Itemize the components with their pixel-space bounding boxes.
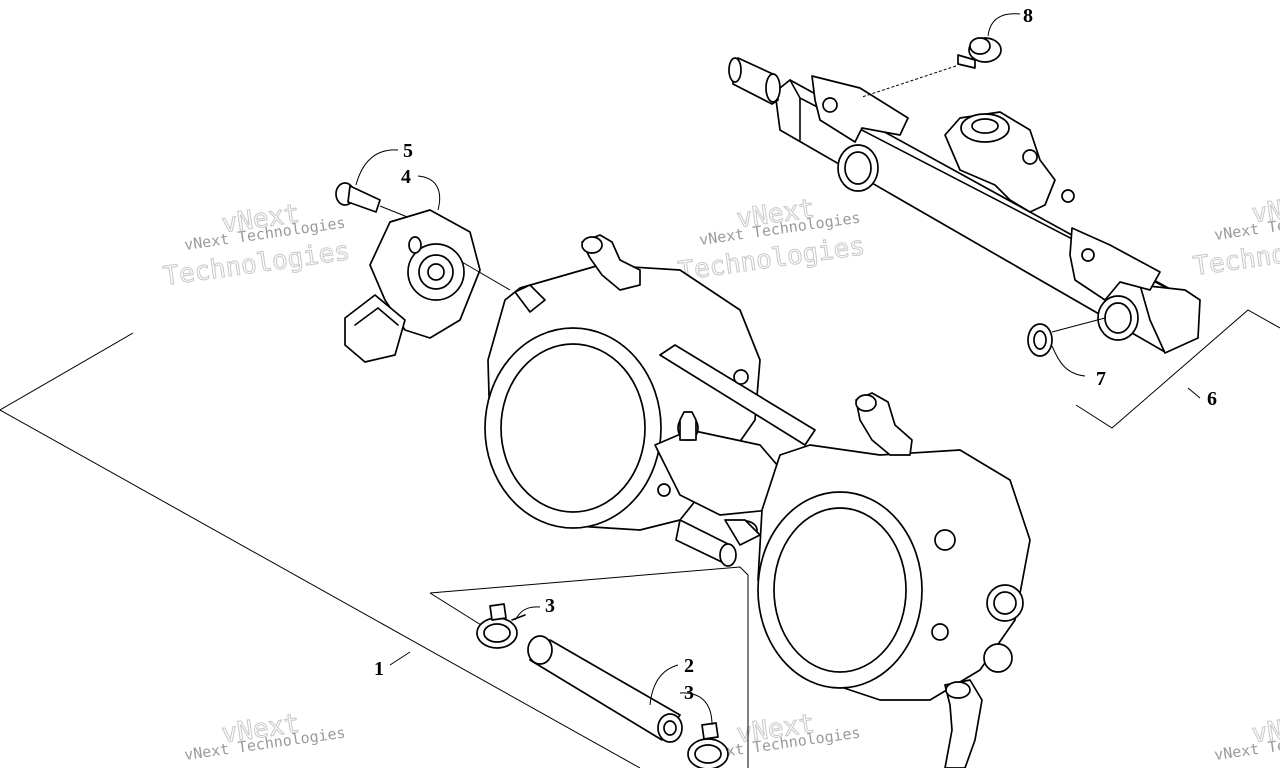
callout-2: 2 [684,655,694,677]
watermark: vNext vNext Technologies [1213,708,1280,764]
callout-leaders [355,13,1201,726]
throttle-body [484,234,1031,768]
flange-bolt [861,37,1002,98]
callout-8: 8 [1023,5,1033,27]
callout-3-lower: 3 [684,682,694,704]
assembly-bracket-6 [1075,309,1280,429]
callout-4: 4 [401,166,411,188]
watermark: vNext vNext Technologies Technologies [676,193,867,287]
callout-5: 5 [403,140,413,162]
watermark: vNext vNext Technologies Technologies [1191,188,1280,282]
assembly-bracket-1 [0,332,641,768]
callout-6: 6 [1207,388,1217,410]
callout-7: 7 [1096,368,1106,390]
hose-clamp-lower [687,722,729,768]
callout-1: 1 [374,658,384,680]
connecting-hose [527,635,683,743]
callout-3-upper: 3 [545,595,555,617]
hose-clamp-upper [476,603,526,649]
throttle-position-sensor [344,209,511,363]
o-ring [1027,317,1106,357]
watermark: vNext vNext Technologies [183,708,346,764]
watermark: vNext vNext Technologies Technologies [161,198,352,292]
fuel-rail [728,57,1201,354]
